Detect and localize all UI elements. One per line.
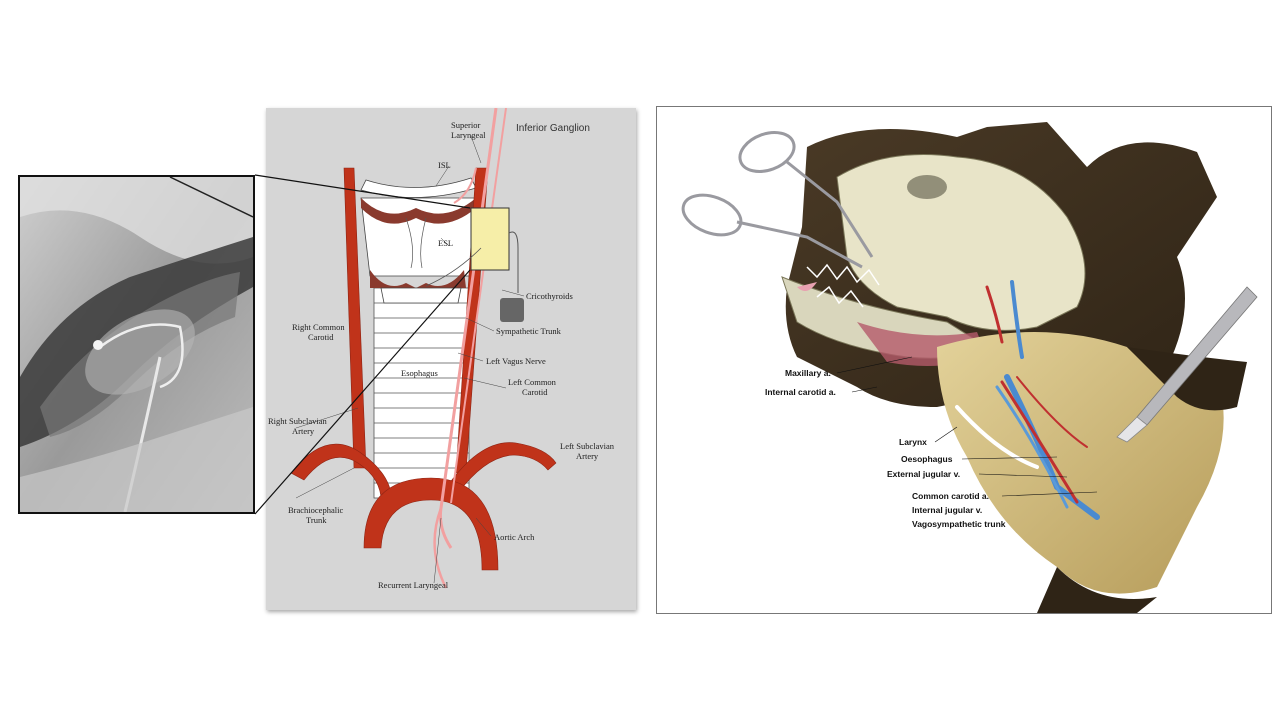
label-left-subclavian-2: Artery <box>576 451 599 461</box>
label-common-carotid-artery: Common carotid a. <box>912 491 989 501</box>
label-right-common-carotid: Right Common <box>292 322 345 332</box>
cat-neck-tissue <box>937 332 1224 594</box>
label-superior-laryngeal: Superior <box>451 120 480 130</box>
label-maxillary-artery: Maxillary a. <box>785 368 831 378</box>
label-internal-carotid-artery: Internal carotid a. <box>765 387 836 397</box>
scalpel-icon <box>1116 286 1258 443</box>
label-isl: ISL <box>438 160 451 170</box>
recurrent-laryngeal-nerve <box>433 507 448 589</box>
neck-schematic-drawing: Superior Laryngeal Inferior Ganglion ISL… <box>268 108 615 590</box>
label-right-subclavian: Right Subclavian <box>268 416 328 426</box>
label-brachiocephalic-2: Trunk <box>306 515 327 525</box>
label-brachiocephalic: Brachiocephalic <box>288 505 343 515</box>
larynx-shape <box>360 177 477 304</box>
label-larynx: Larynx <box>899 437 927 447</box>
label-superior-laryngeal-2: Laryngeal <box>451 130 486 140</box>
label-esophagus: Esophagus <box>401 368 438 378</box>
label-sympathetic-trunk: Sympathetic Trunk <box>496 326 562 336</box>
label-left-common-carotid: Left Common <box>508 377 557 387</box>
label-recurrent-laryngeal: Recurrent Laryngeal <box>378 580 449 590</box>
label-right-subclavian-2: Artery <box>292 426 315 436</box>
label-left-subclavian: Left Subclavian <box>560 441 615 451</box>
surgical-photo-image <box>20 177 253 512</box>
label-right-common-carotid-2: Carotid <box>308 332 334 342</box>
forceps-icon <box>681 131 874 269</box>
stimulator-box <box>500 298 524 322</box>
label-oesophagus: Oesophagus <box>901 454 953 464</box>
neck-schematic: Superior Laryngeal Inferior Ganglion ISL… <box>266 108 636 610</box>
surgical-photo <box>18 175 255 514</box>
label-internal-jugular-vein: Internal jugular v. <box>912 505 982 515</box>
label-external-jugular-vein: External jugular v. <box>887 469 960 479</box>
label-cricothyroids: Cricothyroids <box>526 291 573 301</box>
cat-vessels <box>955 280 1100 520</box>
cat-skull <box>836 154 1086 331</box>
label-left-vagus-nerve: Left Vagus Nerve <box>486 356 546 366</box>
label-vagosympathetic-trunk: Vagosympathetic trunk <box>912 519 1006 529</box>
electrode-device <box>425 207 524 322</box>
label-aortic-arch: Aortic Arch <box>494 532 535 542</box>
label-inferior-ganglion: Inferior Ganglion <box>516 123 590 134</box>
label-esl: ESL <box>438 238 453 248</box>
esophagus-shape <box>373 287 470 499</box>
cat-neck-illustration: Maxillary a. Internal carotid a. Larynx … <box>656 106 1272 614</box>
cat-neck-drawing: Maxillary a. Internal carotid a. Larynx … <box>681 122 1258 613</box>
label-left-common-carotid-2: Carotid <box>522 387 548 397</box>
